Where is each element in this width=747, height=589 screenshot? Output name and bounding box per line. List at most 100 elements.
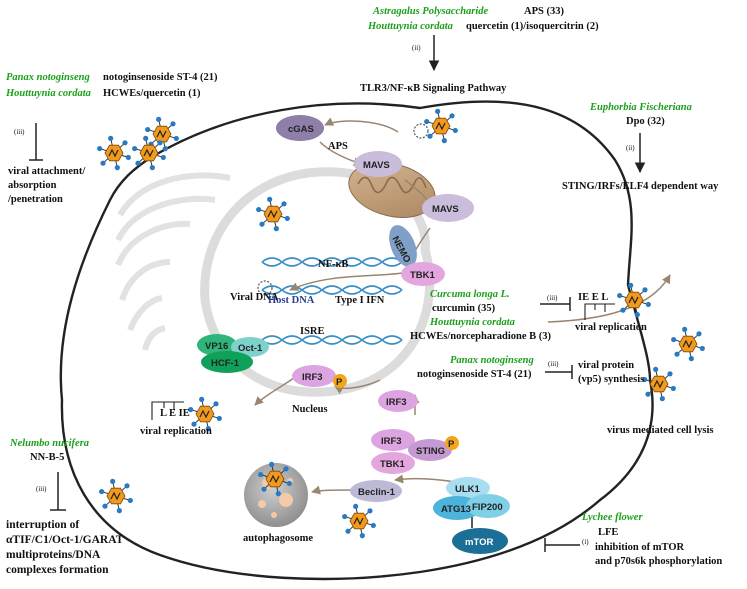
p-label-a: P <box>336 377 343 388</box>
virus-particle <box>97 135 131 171</box>
gene-iel-label: IE E L <box>578 292 608 303</box>
plant-lychee-compound: LFE <box>598 527 618 538</box>
sting-label: STING <box>416 446 445 457</box>
plant-houttuynia-top-name: Houttuynia cordata <box>367 21 453 32</box>
virus-particle <box>132 135 166 171</box>
virus-particle <box>424 108 458 144</box>
effect-interruption-1: interruption of <box>6 519 79 531</box>
p-label-c: P <box>448 439 455 450</box>
aps-label: APS <box>328 141 348 152</box>
irf3-label-b: IRF3 <box>386 397 407 408</box>
isre-label: ISRE <box>300 326 325 337</box>
sting-node <box>408 439 452 461</box>
plant-astragalus-name: Astragalus Polysaccharide <box>372 6 489 17</box>
dna-helices <box>261 257 403 345</box>
oct1-node <box>231 337 269 357</box>
hcf1-node <box>201 351 253 373</box>
nfkb-label: NF-κB <box>318 259 348 270</box>
virus-particle <box>188 396 222 432</box>
plant-houttuynia-2-name: Houttuynia cordata <box>5 88 91 99</box>
plant-euphorbia-compound: Dpo (32) <box>626 116 665 127</box>
tbk1-label: TBK1 <box>410 270 436 281</box>
cgas-label: cGAS <box>288 124 314 135</box>
plant-panax-1-compound: notoginsenoside ST-4 (21) <box>103 72 218 83</box>
effect-interruption-4: complexes formation <box>6 564 109 576</box>
mechanism-ii-top: (ii) <box>412 44 421 52</box>
host-dna-label: Host DNA <box>268 295 315 306</box>
virus-particle <box>671 326 705 362</box>
effect-mtor-1: inhibition of mTOR <box>595 542 684 553</box>
effect-interruption-3: multiproteins/DNA <box>6 549 101 561</box>
mavs-label-1: MAVS <box>363 160 390 171</box>
viral-dna-label: Viral DNA <box>230 292 279 303</box>
oct1-label: Oct-1 <box>238 343 263 354</box>
irf3-node-c <box>371 429 415 451</box>
virus-particle <box>256 196 290 232</box>
mechanism-ii-b: (ii) <box>626 144 635 152</box>
plant-houttuynia-3-name: Houttuynia cordata <box>429 317 515 328</box>
effect-vp5-2: (vp5) synthesis <box>578 374 644 385</box>
plant-curcuma-compound: curcumin (35) <box>432 303 496 314</box>
virus-particle <box>145 116 179 152</box>
tbk1-node <box>401 262 445 286</box>
cgas-node <box>276 115 324 141</box>
pathway-arrows <box>254 117 671 495</box>
mtor-node <box>452 528 508 554</box>
effect-attachment-3: /penetration <box>7 194 63 205</box>
plant-houttuynia-3-compound: HCWEs/norcepharadione B (3) <box>410 331 551 342</box>
plant-curcuma-name: Curcuma longa L. <box>430 289 510 300</box>
irf3-label-a: IRF3 <box>302 372 323 383</box>
pathway-tlr3-label: TLR3/NF-κB Signaling Pathway <box>360 83 507 94</box>
hcf1-label: HCF-1 <box>211 358 240 369</box>
ulk1-node <box>446 477 490 499</box>
virus-particles <box>97 108 705 539</box>
mechanism-i: (i) <box>582 538 589 546</box>
virus-lysis-label: virus mediated cell lysis <box>607 425 713 436</box>
fip200-label: FIP200 <box>472 502 503 513</box>
plant-astragalus-compound: APS (33) <box>524 6 564 17</box>
virus-particle <box>258 461 292 497</box>
type1-ifn-label: Type I IFN <box>335 295 385 306</box>
irf3-node-b <box>378 390 418 412</box>
autophagosome-vesicle <box>244 463 308 527</box>
effect-mtor-2: and p70s6k phosphorylation <box>595 556 722 567</box>
effect-attachment-2: absorption <box>8 180 57 191</box>
nucleus-envelope <box>200 167 435 397</box>
effect-interruption-2: αTIF/C1/Oct-1/GARAT <box>6 534 124 546</box>
virus-particle <box>617 282 651 318</box>
vp16-label: VP16 <box>205 341 228 352</box>
gene-bracket-icons <box>151 303 615 420</box>
mechanism-iii-b: (iii) <box>547 294 558 302</box>
beclin-label: Beclin-1 <box>358 487 396 498</box>
nucleus-label: Nucleus <box>292 404 328 415</box>
plant-nelumbo-compound: NN-B-5 <box>30 452 64 463</box>
mechanism-iii-d: (iii) <box>36 485 47 493</box>
autophagosome-label: autophagosome <box>243 533 313 544</box>
mechanism-iii-a: (iii) <box>14 128 25 136</box>
fip200-node <box>466 494 510 518</box>
viral-replication-label-1: viral replication <box>140 426 212 437</box>
irf3-label-c: IRF3 <box>381 436 402 447</box>
beclin-node <box>350 480 402 502</box>
effect-attachment-1: viral attachment/ <box>8 166 86 177</box>
cell-membrane <box>59 100 654 581</box>
mtor-label: mTOR <box>465 537 493 548</box>
ulk1-label: ULK1 <box>455 484 481 495</box>
viral-dna-icon <box>257 123 429 296</box>
mavs-node-1 <box>354 151 402 177</box>
mavs-node-2 <box>422 194 474 222</box>
mechanism-iii-c: (iii) <box>548 360 559 368</box>
plant-panax-2-name: Panax notoginseng <box>450 355 534 366</box>
plant-euphorbia-name: Euphorbia Fischeriana <box>589 102 692 113</box>
plant-lychee-name: Lychee flower <box>581 512 643 523</box>
virus-particle <box>642 366 676 402</box>
mavs-label-2: MAVS <box>432 204 459 215</box>
atg13-label: ATG13 <box>441 504 471 515</box>
gene-le-label: L E IE <box>160 408 190 419</box>
plant-houttuynia-2-compound: HCWEs/quercetin (1) <box>103 88 201 99</box>
vp16-node <box>197 334 237 356</box>
nemo-node <box>389 225 417 267</box>
tbk1-node-b <box>371 452 415 474</box>
viral-replication-label-2: viral replication <box>575 322 647 333</box>
